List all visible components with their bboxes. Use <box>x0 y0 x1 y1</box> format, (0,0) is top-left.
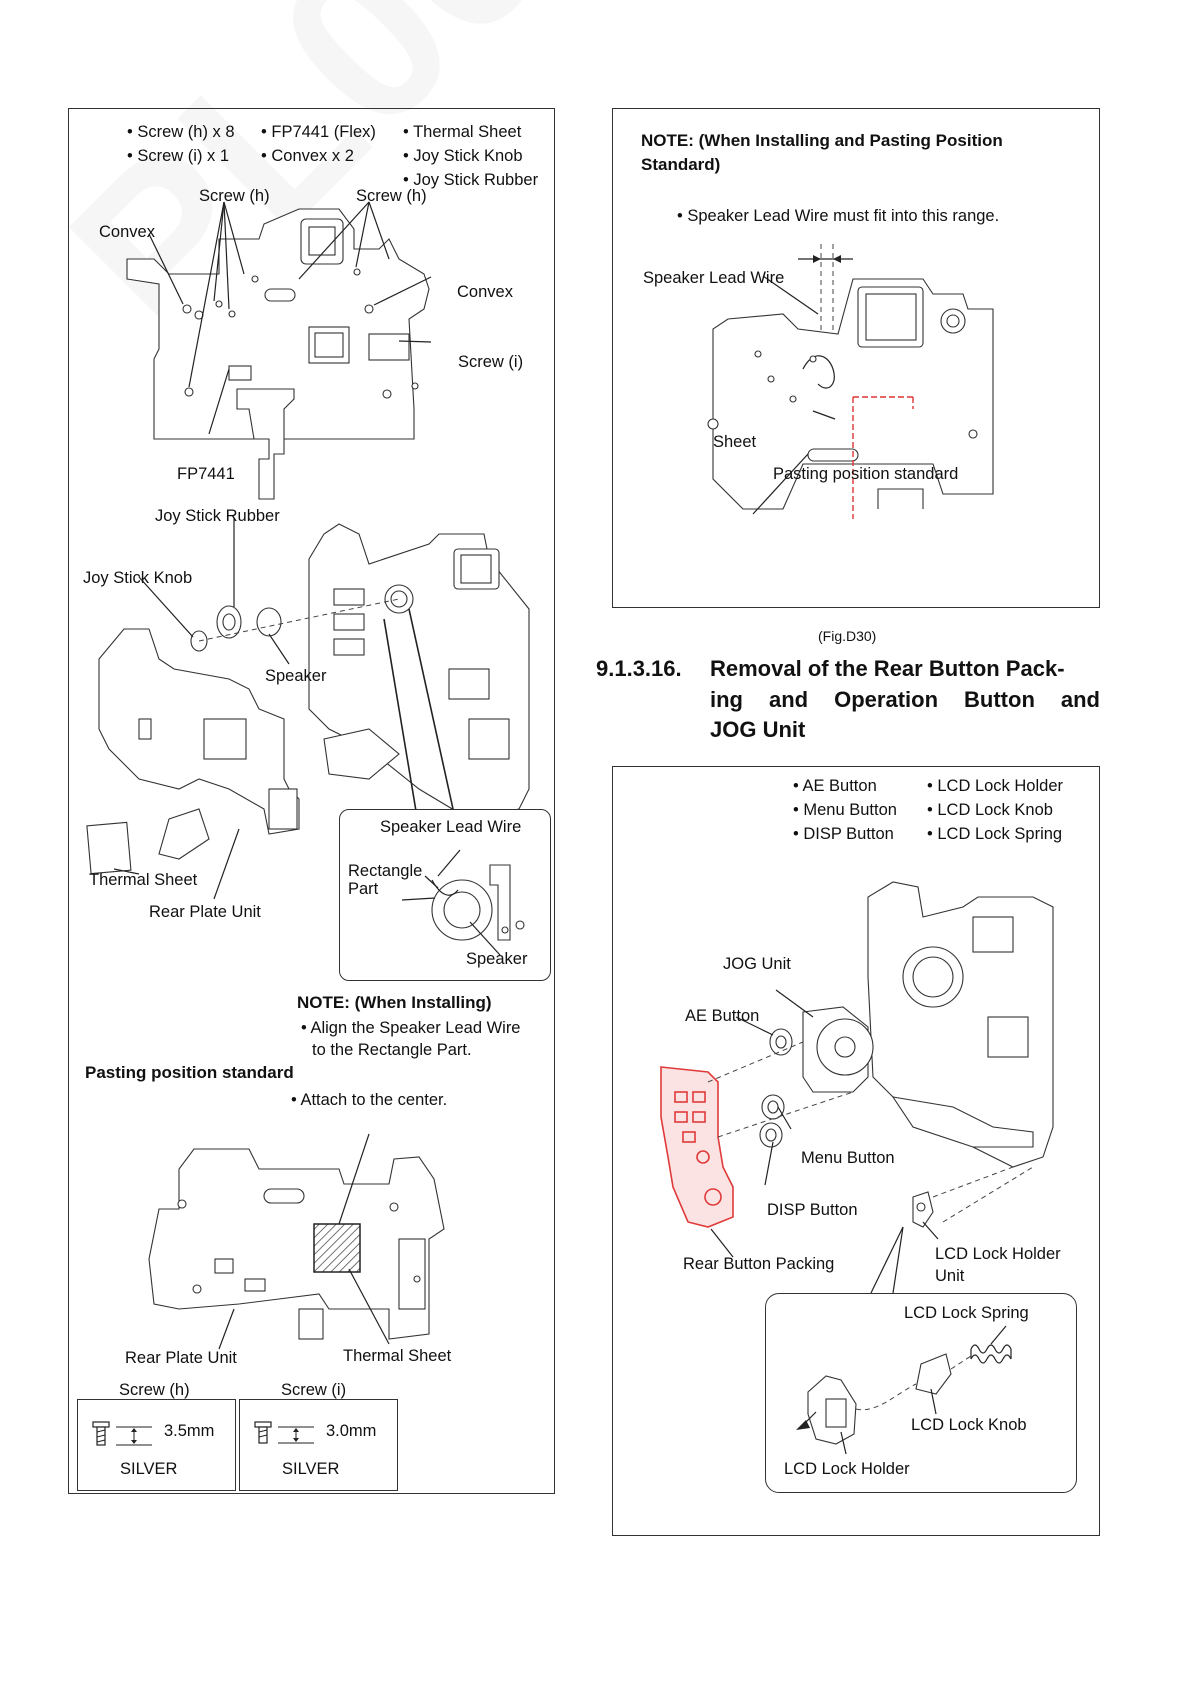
label-screw-i: Screw (i) <box>458 353 524 371</box>
speaker-lead-wire-range-diagram <box>707 244 994 519</box>
label-rear-plate-unit: Rear Plate Unit <box>149 903 261 921</box>
inset-label-speaker-lead-wire: Speaker Lead Wire <box>380 818 522 836</box>
label-sheet: Sheet <box>713 433 757 451</box>
label-convex-2: Convex <box>457 283 513 301</box>
note-title-line2: Standard) <box>641 155 721 174</box>
label-disp-button: DISP Button <box>767 1201 858 1219</box>
exploded-rear-assembly-diagram <box>86 519 530 900</box>
label-rear-button-packing: Rear Button Packing <box>683 1255 835 1273</box>
label-menu-button: Menu Button <box>801 1149 895 1167</box>
lcd-lock-inset-diagram <box>796 1325 1012 1455</box>
right-top-note-panel: NOTE: (When Installing and Pasting Posit… <box>612 108 1100 608</box>
parts-list-convex: • Convex x 2 <box>261 147 354 165</box>
parts-lcd-lock-knob: • LCD Lock Knob <box>927 801 1053 819</box>
note-title-line1: NOTE: (When Installing and Pasting Posit… <box>641 131 1003 150</box>
speaker-lead-wire-inset: Speaker Lead Wire Rectangle Part Speaker <box>339 809 551 981</box>
label-thermal-sheet: Thermal Sheet <box>89 871 198 889</box>
inset-label-rectangle: Rectangle <box>348 862 423 880</box>
pasting-attach-center: • Attach to the center. <box>291 1091 448 1109</box>
parts-list-fp7441: • FP7441 (Flex) <box>261 123 376 141</box>
parts-list-joy-stick-knob: • Joy Stick Knob <box>403 147 523 165</box>
section-title-line3: JOG Unit <box>710 717 806 742</box>
label-lcd-lock-holder: LCD Lock Holder <box>784 1460 910 1478</box>
section-title-line2-text: ing and Operation Button and <box>710 687 1100 712</box>
screw-i-spec-box: 3.0mm SILVER <box>239 1399 398 1491</box>
screw-h-size: 3.5mm <box>164 1422 215 1440</box>
parts-lcd-lock-holder: • LCD Lock Holder <box>927 777 1063 795</box>
label-lcd-lock-spring: LCD Lock Spring <box>904 1304 1029 1322</box>
right-bottom-procedure-panel: • AE Button • Menu Button • DISP Button … <box>612 766 1100 1536</box>
label-lcd-lock-holder-unit-1: LCD Lock Holder <box>935 1245 1061 1263</box>
range-note: • Speaker Lead Wire must fit into this r… <box>677 207 1000 225</box>
screw-i-label: Screw (i) <box>281 1381 347 1399</box>
section-title-line2: ing and Operation Button and <box>710 687 1100 713</box>
speaker-inset-diagram <box>401 849 525 956</box>
parts-list-joy-stick-rubber: • Joy Stick Rubber <box>403 171 539 189</box>
label-lcd-lock-knob: LCD Lock Knob <box>911 1416 1027 1434</box>
label-joy-stick-knob: Joy Stick Knob <box>83 569 193 587</box>
label-ae-button: AE Button <box>685 1007 760 1025</box>
label-screw-h-2: Screw (h) <box>356 187 427 205</box>
label-speaker-lead-wire: Speaker Lead Wire <box>643 269 785 287</box>
screw-h-label: Screw (h) <box>119 1381 190 1399</box>
thermal-sheet-pasting-diagram <box>148 1133 445 1350</box>
label-speaker: Speaker <box>265 667 327 685</box>
parts-ae-button: • AE Button <box>793 777 877 795</box>
pasting-position-title: Pasting position standard <box>85 1063 294 1082</box>
lcd-lock-inset: LCD Lock Spring LCD Lock Knob LCD Lock H… <box>765 1293 1077 1493</box>
screw-i-icon <box>254 1421 314 1444</box>
label-fp7441: FP7441 <box>177 465 235 483</box>
inset-label-part: Part <box>348 880 379 898</box>
parts-disp-button: • DISP Button <box>793 825 894 843</box>
parts-menu-button: • Menu Button <box>793 801 897 819</box>
label-screw-h-1: Screw (h) <box>199 187 270 205</box>
parts-lcd-lock-spring: • LCD Lock Spring <box>927 825 1063 843</box>
label-lcd-lock-holder-unit-2: Unit <box>935 1267 965 1285</box>
rear-button-exploded-diagram <box>660 881 1054 1294</box>
parts-list-thermal-sheet: • Thermal Sheet <box>403 123 522 141</box>
parts-list-screw-i: • Screw (i) x 1 <box>127 147 230 165</box>
note-align-line2: to the Rectangle Part. <box>312 1041 472 1059</box>
screw-h-color: SILVER <box>120 1460 178 1478</box>
screw-h-icon <box>92 1421 152 1446</box>
left-procedure-panel: • Screw (h) x 8 • Screw (i) x 1 • FP7441… <box>68 108 555 1494</box>
note-when-installing: NOTE: (When Installing) <box>297 993 492 1012</box>
label-jog-unit: JOG Unit <box>723 955 791 973</box>
note-align-line1: • Align the Speaker Lead Wire <box>301 1019 521 1037</box>
figure-caption: (Fig.D30) <box>818 628 877 644</box>
pasting-label-thermal-sheet: Thermal Sheet <box>343 1347 452 1365</box>
rear-plate-screws-diagram <box>126 201 432 500</box>
screw-i-color: SILVER <box>282 1460 340 1478</box>
label-convex-1: Convex <box>99 223 155 241</box>
pasting-label-rear-plate-unit: Rear Plate Unit <box>125 1349 237 1367</box>
label-pasting-position-standard: Pasting position standard <box>773 465 959 483</box>
section-title-line1: Removal of the Rear Button Pack- <box>710 656 1065 681</box>
section-number: 9.1.3.16. <box>596 656 682 681</box>
screw-h-spec-box: 3.5mm SILVER <box>77 1399 236 1491</box>
screw-i-size: 3.0mm <box>326 1422 377 1440</box>
parts-list-screw-h: • Screw (h) x 8 <box>127 123 235 141</box>
inset-label-speaker: Speaker <box>466 950 528 968</box>
label-joy-stick-rubber: Joy Stick Rubber <box>155 507 280 525</box>
